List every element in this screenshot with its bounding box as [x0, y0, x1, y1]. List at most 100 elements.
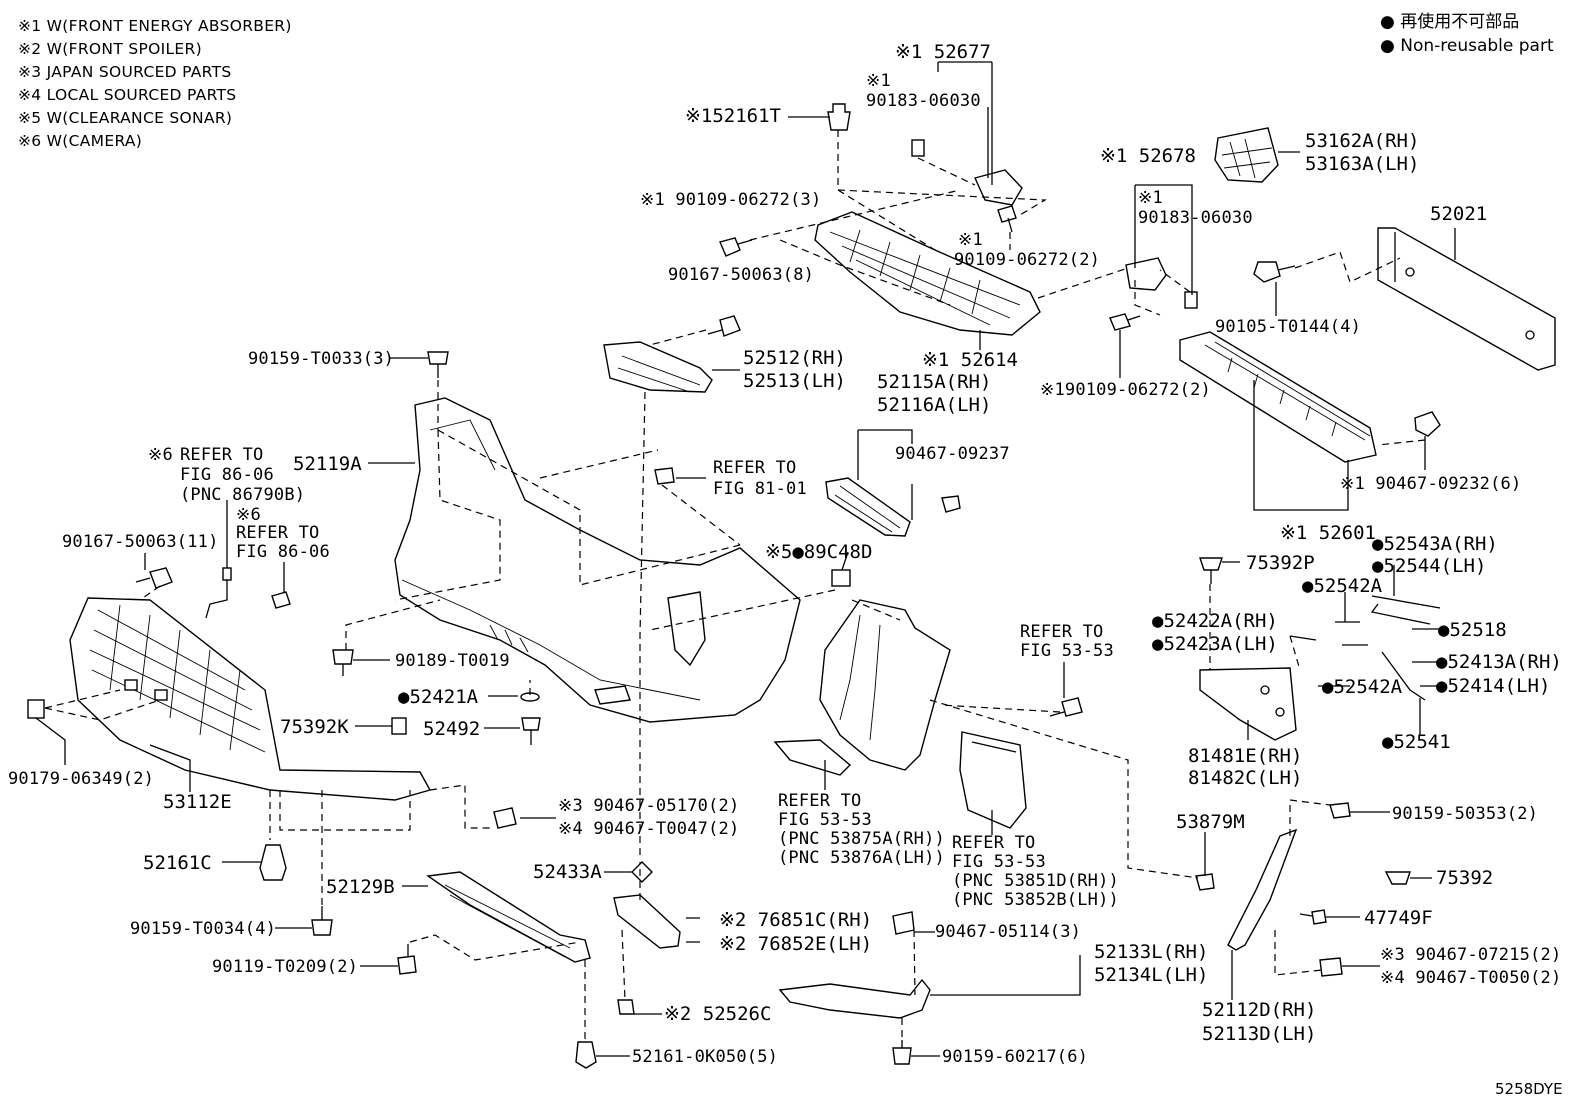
retainer-52433A — [631, 861, 653, 883]
callout-90119: 90119-T0209(2) — [212, 957, 358, 977]
mud-flap — [959, 731, 1027, 829]
callout-52513: 52513(LH) — [743, 370, 846, 392]
legend-jp: ● 再使用不可部品 — [1380, 11, 1519, 32]
clip-52161C — [259, 844, 287, 881]
side-bracket-52133L — [778, 978, 931, 1019]
callout-90183b: 90183-06030 — [1138, 208, 1253, 228]
callout-refer-8606b-note: ※6 — [236, 505, 261, 525]
callout-52544: ●52544(LH) — [1372, 555, 1486, 577]
callout-refer-5353c-1: REFER TO — [952, 833, 1035, 853]
callout-52414: ●52414(LH) — [1436, 675, 1550, 697]
clip-47749F — [1299, 909, 1327, 925]
bracket-81481E — [1199, 667, 1297, 741]
diagram-code: 5258DYE — [1495, 1080, 1563, 1098]
callout-refer-5353b-2: FIG 53-53 — [778, 810, 872, 830]
legend-en: ● Non-reusable part — [1380, 36, 1554, 56]
clip-52161-0K050 — [575, 1041, 597, 1069]
callout-52134L: 52134L(LH) — [1094, 964, 1208, 986]
callout-52526C: ※2 52526C — [664, 1003, 771, 1025]
callout-52115A: 52115A(RH) — [877, 371, 991, 393]
bolt-90105 — [1253, 261, 1296, 283]
callout-76851C: ※2 76851C(RH) — [719, 909, 872, 931]
callout-52161-0K050: 52161-0K050(5) — [632, 1047, 778, 1067]
callout-90189: 90189-T0019 — [395, 651, 510, 671]
callout-90159-60217: 90159-60217(6) — [942, 1047, 1088, 1067]
callout-refer-8606a-1: REFER TO — [180, 445, 263, 465]
callout-52413A: ●52413A(RH) — [1436, 651, 1562, 673]
callout-52129B: 52129B — [326, 876, 395, 898]
callout-90467-07215: ※3 90467-07215(2) — [1380, 945, 1561, 965]
callout-81481E: 81481E(RH) — [1188, 745, 1302, 767]
callout-81482C: 81482C(LH) — [1188, 767, 1302, 789]
callout-52116A: 52116A(LH) — [877, 394, 991, 416]
callout-52543A: ●52543A(RH) — [1372, 533, 1498, 555]
bolt-90167-b — [135, 567, 173, 589]
callout-75392P: 75392P — [1246, 552, 1315, 574]
bracket-52678 — [1125, 257, 1198, 309]
callout-76852E: ※2 76852E(LH) — [719, 933, 872, 955]
callout-refer-5353a-1: REFER TO — [1020, 622, 1103, 642]
callout-90183a-note: ※1 — [866, 71, 891, 91]
leader-lines — [35, 61, 1456, 1057]
callout-53163A: 53163A(LH) — [1305, 153, 1419, 175]
callout-53879M: 53879M — [1176, 811, 1245, 833]
clip-53879M — [1195, 873, 1215, 891]
note-3: ※3 JAPAN SOURCED PARTS — [18, 63, 232, 81]
bolt-refer-5353 — [1049, 697, 1083, 717]
callout-52601: ※1 52601 — [1280, 522, 1376, 544]
callout-53112E: 53112E — [163, 791, 232, 813]
callout-52161C: 52161C — [143, 852, 212, 874]
legend: ● 再使用不可部品 ● Non-reusable part — [1380, 11, 1554, 56]
under-cover-52129B — [426, 871, 591, 963]
callout-52614: ※1 52614 — [922, 349, 1018, 371]
callout-refer-5353b-4: (PNC 53876A(LH)) — [778, 848, 945, 868]
callout-90167a: 90167-50063(8) — [668, 265, 814, 285]
bracket-52677 — [911, 139, 1023, 206]
callout-52112D: 52112D(RH) — [1202, 999, 1316, 1021]
callout-52133L: 52133L(RH) — [1094, 941, 1208, 963]
bracket-53162A — [1214, 127, 1279, 183]
callout-90467-T0047: ※4 90467-T0047(2) — [558, 819, 739, 839]
callout-52677: ※1 52677 — [895, 41, 991, 63]
callout-refer-8606b-1: REFER TO — [236, 523, 319, 543]
callout-90183b-note: ※1 — [1138, 188, 1163, 208]
grille-upper-52614 — [814, 211, 1041, 336]
callout-refer-5353c-4: (PNC 53852B(LH)) — [952, 890, 1119, 910]
callout-52113D: 52113D(LH) — [1202, 1023, 1316, 1045]
spoiler-76851C — [613, 894, 681, 949]
callout-90109b-note: ※1 — [958, 230, 983, 250]
callout-refer-8606a-note: ※6 — [148, 445, 173, 465]
callout-52423A: ●52423A(LH) — [1152, 633, 1278, 655]
note-1: ※1 W(FRONT ENERGY ABSORBER) — [18, 17, 292, 35]
camera-bracket — [205, 567, 291, 619]
callout-90467-09232: ※1 90467-09232(6) — [1340, 474, 1521, 494]
callout-90109a: ※1 90109-06272(3) — [640, 190, 821, 210]
clip-52526C — [617, 999, 635, 1015]
callout-90159-T0034: 90159-T0034(4) — [130, 919, 276, 939]
callout-90109b: 90109-06272(2) — [954, 250, 1100, 270]
bolt-90159-T0034 — [311, 906, 333, 936]
retainer-90179 — [27, 699, 45, 719]
bolt-90109-c — [1109, 313, 1141, 331]
callout-52161T: ※152161T — [685, 105, 781, 127]
bolt-90159-50353 — [1329, 802, 1351, 819]
clip-90467-09232 — [1414, 411, 1441, 437]
callout-90179: 90179-06349(2) — [8, 769, 154, 789]
callout-90159-T0033: 90159-T0033(3) — [248, 349, 394, 369]
duct-52512 — [603, 341, 713, 393]
callout-90467-09237: 90467-09237 — [895, 444, 1010, 464]
callout-refer-8606a-3: (PNC 86790B) — [180, 485, 305, 505]
callout-75392: 75392 — [1436, 867, 1493, 889]
bolt-90109-b — [997, 205, 1017, 233]
callout-refer-8606b-2: FIG 86-06 — [236, 542, 330, 562]
assembly-lines — [44, 130, 1426, 1040]
callout-52119A: 52119A — [293, 453, 362, 475]
notes-list: ※1 W(FRONT ENERGY ABSORBER) ※2 W(FRONT S… — [18, 17, 292, 150]
bolt-90119 — [397, 944, 417, 975]
callout-52678: ※1 52678 — [1100, 145, 1196, 167]
note-2: ※2 W(FRONT SPOILER) — [18, 40, 202, 58]
clip-75392K — [391, 717, 407, 735]
callout-refer-5353a-2: FIG 53-53 — [1020, 641, 1114, 661]
callout-52518: ●52518 — [1438, 619, 1507, 641]
callout-52492: 52492 — [423, 718, 480, 740]
